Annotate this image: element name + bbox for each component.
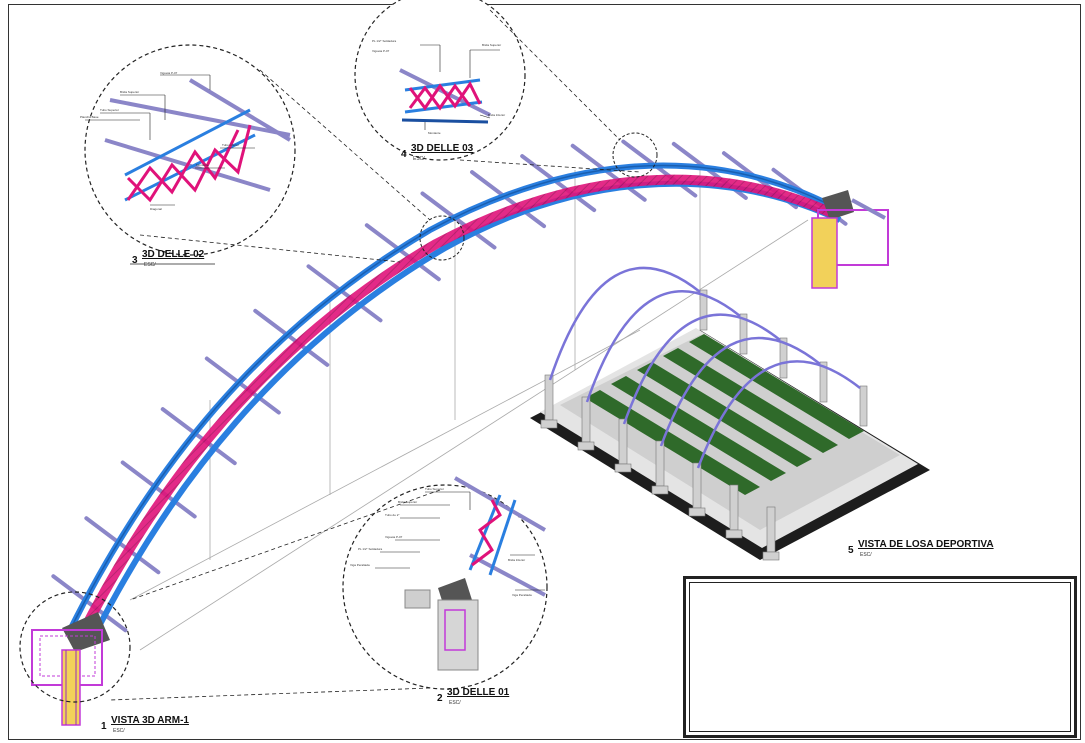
svg-text:Viga Peraltada: Viga Peraltada	[512, 593, 532, 597]
slab-column	[739, 313, 748, 355]
view-label-2: 2 3D DELLE 01 ESC/	[437, 687, 557, 709]
svg-text:Viga Peraltada: Viga Peraltada	[350, 563, 370, 567]
main-arch-truss	[67, 162, 842, 645]
right-column	[811, 190, 889, 289]
slab-column	[779, 337, 788, 379]
detail-circle-1	[19, 591, 131, 703]
svg-text:Vigueta P-07: Vigueta P-07	[372, 49, 390, 53]
purlin	[160, 407, 237, 466]
svg-text:PL 1/2" Soldadura: PL 1/2" Soldadura	[358, 547, 382, 551]
turf-strip	[611, 376, 786, 481]
support-lines	[129, 170, 809, 651]
column-footing	[577, 441, 595, 451]
view-number: 1	[101, 721, 107, 732]
column-footing	[762, 551, 780, 561]
svg-text:Brida Inferior: Brida Inferior	[488, 113, 505, 117]
purlin	[120, 460, 197, 519]
svg-text:Diagonal: Diagonal	[150, 207, 162, 211]
slab-column	[655, 440, 665, 487]
turf-strip	[689, 334, 864, 439]
column-footing	[614, 463, 632, 473]
view-scale: ESC/	[449, 700, 461, 706]
view-label-1: 1 VISTA 3D ARM-1 ESC/	[101, 715, 241, 737]
svg-text:Brida Superior: Brida Superior	[482, 43, 501, 47]
column-footing	[688, 507, 706, 517]
title-block	[683, 576, 1077, 738]
left-column	[31, 612, 110, 726]
view-scale: ESC/	[144, 262, 156, 268]
slab-column	[729, 484, 739, 531]
view-title: 3D DELLE 01	[447, 687, 510, 698]
slab-arch	[548, 266, 701, 381]
view-label-4: 4 3D DELLE 03 ESC/	[401, 143, 521, 165]
view-label-5: 5 VISTA DE LOSA DEPORTIVA ESC/	[848, 539, 1038, 561]
purlin	[470, 170, 547, 229]
slab-arch	[585, 290, 741, 403]
slab-column	[581, 396, 591, 443]
slab-column	[819, 361, 828, 403]
svg-text:Brida Inferior: Brida Inferior	[508, 558, 525, 562]
svg-text:Plancha Base: Plancha Base	[80, 115, 99, 119]
purlin	[306, 264, 383, 323]
slab-column	[766, 506, 776, 553]
purlin	[420, 191, 497, 250]
slab-arch	[622, 313, 781, 425]
svg-text:Montante: Montante	[428, 131, 441, 135]
title-block-inner-frame	[689, 582, 1071, 732]
slab-column	[544, 374, 554, 421]
purlin	[84, 516, 161, 575]
svg-text:Montante: Montante	[196, 163, 209, 167]
purlin	[520, 154, 597, 213]
view-scale: ESC/	[860, 552, 872, 558]
sheet-border	[8, 4, 1081, 740]
svg-text:Tubo Inferior: Tubo Inferior	[222, 143, 239, 147]
column-footing	[651, 485, 669, 495]
view-title: VISTA 3D ARM-1	[111, 715, 189, 726]
svg-text:Brida Superior: Brida Superior	[398, 500, 417, 504]
slab-column	[692, 462, 702, 509]
slab-arch	[696, 360, 861, 469]
svg-text:PL 1/2" Soldadura: PL 1/2" Soldadura	[372, 39, 396, 43]
purlin	[570, 143, 647, 202]
column-footing	[540, 419, 558, 429]
turf-strip	[663, 348, 838, 453]
view-scale: ESC/	[413, 156, 425, 162]
svg-text:Tubo Superior: Tubo Superior	[425, 487, 444, 491]
svg-text:Tubo Superior: Tubo Superior	[100, 108, 119, 112]
column-footing	[725, 529, 743, 539]
slab-column	[699, 289, 708, 331]
slab-column	[859, 385, 868, 427]
view-number: 2	[437, 693, 443, 704]
slab-arch	[659, 336, 821, 447]
turf-strip	[585, 390, 760, 495]
view-number: 3	[132, 255, 138, 266]
slab-column	[618, 418, 628, 465]
svg-text:Brida Superior: Brida Superior	[120, 90, 139, 94]
view-number: 5	[848, 545, 854, 556]
view-label-3: 3 3D DELLE 02 ESC/	[132, 249, 252, 271]
view-title: VISTA DE LOSA DEPORTIVA	[858, 539, 994, 550]
purlin	[364, 223, 441, 282]
view-scale: ESC/	[113, 728, 125, 734]
sports-slab-view	[530, 266, 930, 561]
view-title: 3D DELLE 02	[142, 249, 205, 260]
svg-text:Tubo de 2": Tubo de 2"	[385, 513, 399, 517]
purlin	[51, 574, 128, 633]
view-title: 3D DELLE 03	[411, 143, 474, 154]
svg-text:Vigueta P-07: Vigueta P-07	[385, 535, 403, 539]
purlin	[204, 356, 281, 415]
svg-text:Vigueta P-07: Vigueta P-07	[160, 71, 178, 75]
purlin	[253, 308, 330, 367]
view-number: 4	[401, 149, 407, 160]
